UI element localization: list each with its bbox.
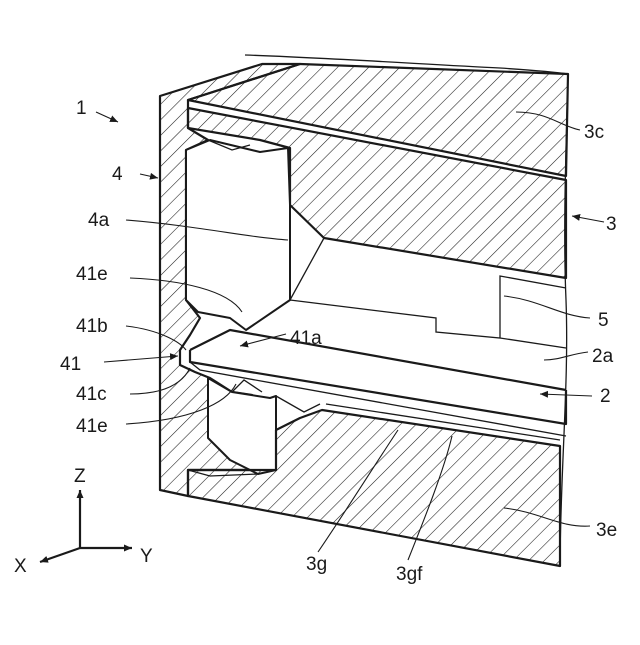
label-41b: 41b <box>76 316 108 337</box>
label-41e-bottom: 41e <box>76 416 108 437</box>
label-4a: 4a <box>88 210 110 231</box>
leader-4 <box>140 174 158 178</box>
label-5: 5 <box>598 310 609 331</box>
leader-3 <box>572 216 604 222</box>
label-41e-top: 41e <box>76 264 108 285</box>
label-3e: 3e <box>596 520 617 541</box>
label-3c: 3c <box>584 122 604 143</box>
coordinate-axes: Z Y X <box>14 466 153 577</box>
label-3g: 3g <box>306 554 327 575</box>
x-axis-arrow <box>40 548 80 562</box>
label-41a: 41a <box>290 328 322 349</box>
leader-1 <box>96 112 118 122</box>
label-41c: 41c <box>76 384 107 405</box>
label-1: 1 <box>76 98 87 119</box>
label-2: 2 <box>600 386 611 407</box>
leader-5 <box>504 296 590 318</box>
label-4: 4 <box>112 164 123 185</box>
label-2a: 2a <box>592 346 614 367</box>
axis-label-x: X <box>14 556 27 577</box>
label-3gf: 3gf <box>396 564 423 585</box>
axis-label-z: Z <box>74 466 86 487</box>
label-41: 41 <box>60 354 81 375</box>
label-3: 3 <box>606 214 617 235</box>
cavity-4a <box>186 140 290 330</box>
axis-label-y: Y <box>140 546 153 567</box>
